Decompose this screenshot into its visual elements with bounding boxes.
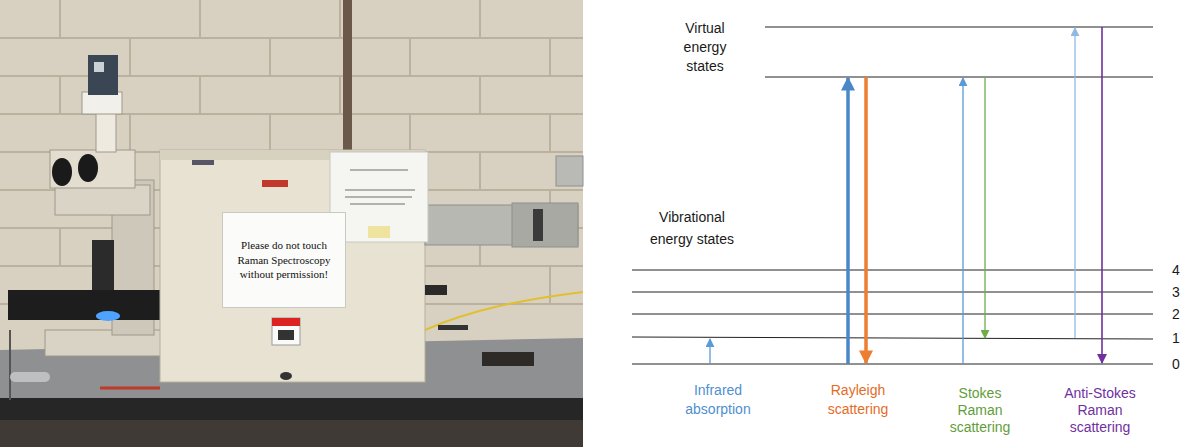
energy-levels (632, 27, 1153, 364)
level-number: 2 (1168, 305, 1184, 323)
process-label: Anti-Stokes Raman scattering (1054, 385, 1146, 436)
level-number: 1 (1168, 329, 1184, 347)
transition-arrows (710, 27, 1102, 364)
state-label: Virtual energy states (672, 19, 738, 76)
process-label: Infrared absorption (677, 381, 759, 419)
lab-photo (0, 0, 583, 447)
level-number: 3 (1168, 283, 1184, 301)
level-number: 4 (1168, 261, 1184, 279)
process-label: Rayleigh scattering (817, 381, 899, 419)
warning-sign: Please do not touch Raman Spectroscopy w… (222, 212, 346, 308)
level-number: 0 (1168, 355, 1184, 373)
sign-text: Please do not touch Raman Spectroscopy w… (229, 238, 339, 283)
process-label: Stokes Raman scattering (939, 385, 1021, 436)
state-label: Vibrational energy states (642, 206, 742, 250)
